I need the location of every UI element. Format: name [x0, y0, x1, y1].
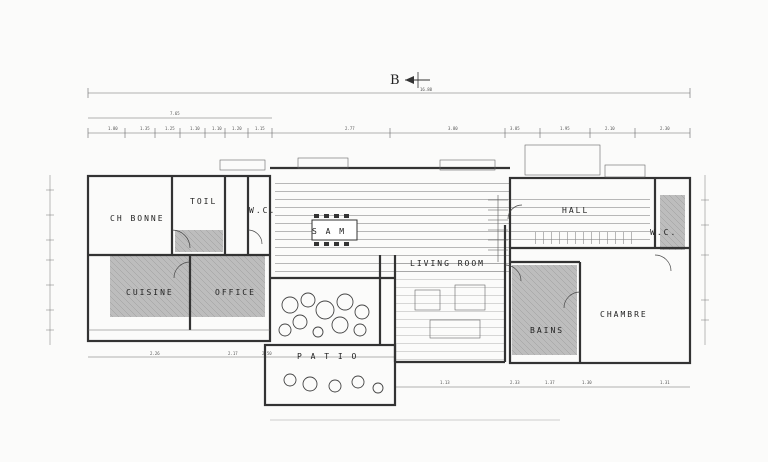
dim-bottom-2: 2.17 [228, 351, 238, 356]
room-label-chambre: CHAMBRE [600, 310, 648, 319]
dim-top-overall: 16.80 [420, 87, 433, 92]
dim-bottom-7: 1.30 [582, 380, 592, 385]
room-label-patio: P A T I O [297, 352, 358, 361]
dim-bottom-4: 1.13 [440, 380, 450, 385]
patio-paving [278, 292, 384, 394]
room-label-wc-left: W.C. [249, 206, 276, 215]
room-label-living-room: LIVING ROOM [410, 259, 485, 268]
room-label-bains: BAINS [530, 326, 564, 335]
dim-bottom-6: 1.37 [545, 380, 555, 385]
dim-bottom-8: 1.31 [660, 380, 670, 385]
walls [86, 166, 692, 407]
dim-chain-2: 1.35 [140, 126, 150, 131]
living-room-fixtures [414, 284, 486, 339]
dim-chain-7: 1.15 [255, 126, 265, 131]
dim-chain-6: 1.20 [232, 126, 242, 131]
section-marker: B [390, 72, 430, 88]
floor-hatching [110, 176, 685, 362]
room-label-hall: HALL [562, 206, 589, 215]
dim-chain-4: 1.10 [190, 126, 200, 131]
dimension-lines-top: 16.80 7.65 1.80 1.35 1.25 1.10 1.10 1.20… [87, 87, 691, 138]
door-swings [171, 204, 672, 309]
dim-chain-12: 2.10 [605, 126, 615, 131]
dim-chain-8: 2.77 [345, 126, 355, 131]
dim-chain-3: 1.25 [165, 126, 175, 131]
dining-table [311, 214, 358, 246]
facade-details [219, 144, 646, 178]
dim-chain-11: 1.95 [560, 126, 570, 131]
dim-bottom-5: 2.33 [510, 380, 520, 385]
dim-chain-9: 3.80 [448, 126, 458, 131]
room-label-ch-bonne: CH BONNE [110, 214, 165, 223]
room-label-toil: TOIL [190, 197, 217, 206]
room-labels: CH BONNE TOIL W.C. S A M LIVING ROOM HAL… [110, 197, 677, 361]
dim-left-wing: 7.65 [170, 111, 180, 116]
dimension-lines-bottom: 2.26 2.17 2.50 1.13 2.33 1.37 1.30 1.31 [88, 351, 690, 421]
dim-chain-10: 3.85 [510, 126, 520, 131]
dimension-lines-left [46, 175, 709, 345]
room-label-cuisine: CUISINE [126, 288, 174, 297]
room-label-office: OFFICE [215, 288, 256, 297]
dim-chain-13: 2.30 [660, 126, 670, 131]
dim-chain-5: 1.10 [212, 126, 222, 131]
room-label-sam: S A M [312, 227, 346, 236]
section-marker-letter: B [390, 73, 400, 88]
dim-chain-1: 1.80 [108, 126, 118, 131]
stairs [488, 195, 508, 262]
dim-bottom-1: 2.26 [150, 351, 160, 356]
dim-bottom-3: 2.50 [262, 351, 272, 356]
room-label-wc-right: W.C. [650, 228, 677, 237]
